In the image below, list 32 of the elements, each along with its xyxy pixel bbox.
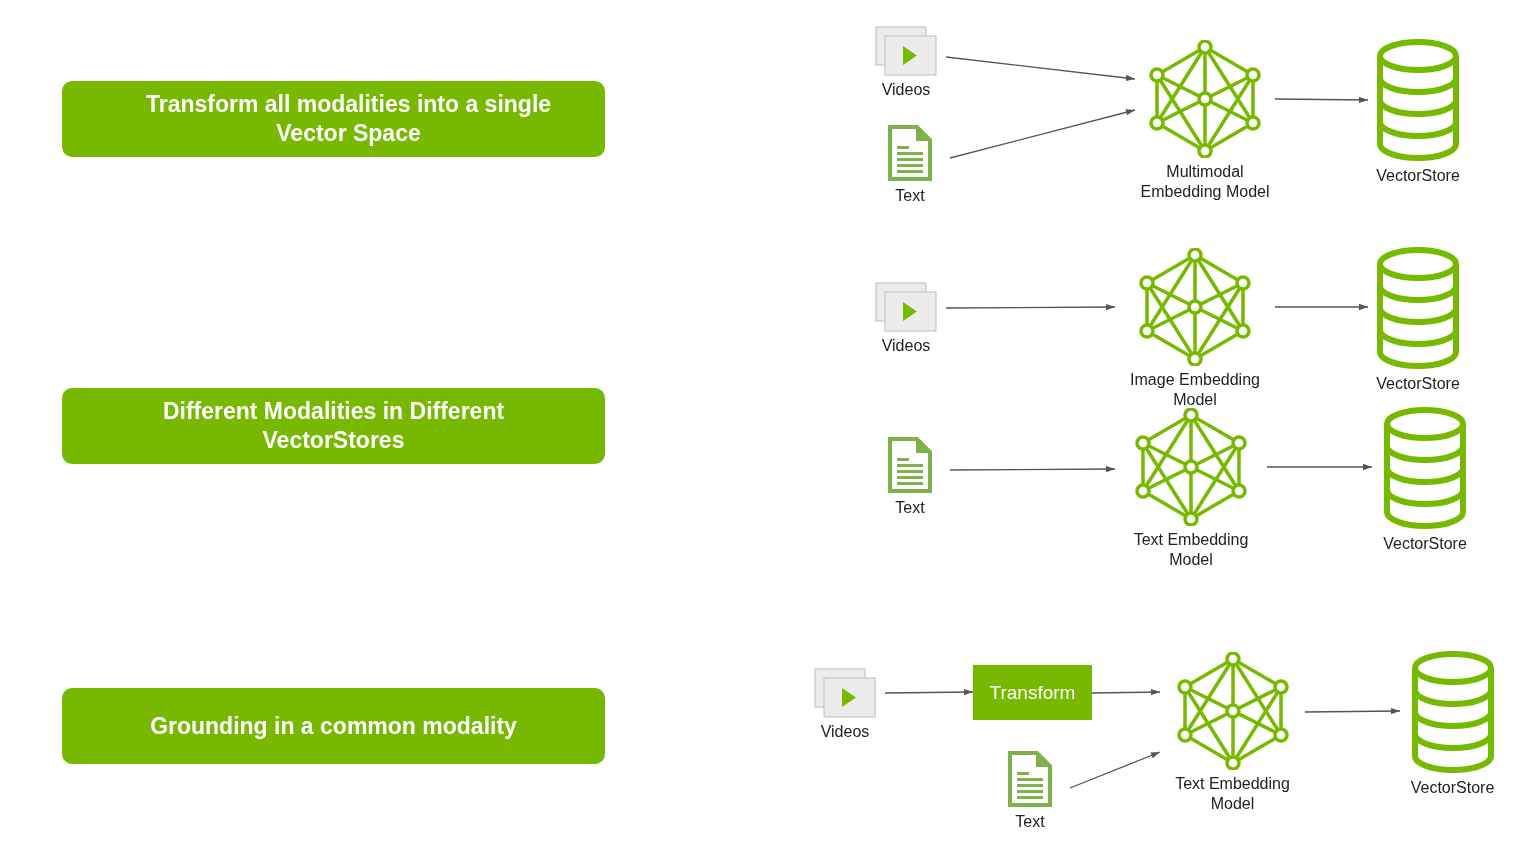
arrow [884,688,974,696]
arrow [1274,303,1369,311]
node-label: Videos [881,80,931,100]
arrow [1274,96,1369,104]
node-label: Videos [881,336,931,356]
node-label: VectorStore [1376,166,1460,186]
arrow [1304,707,1401,715]
node-label: VectorStore [1410,778,1495,798]
node-label: Text [895,186,925,206]
heading-banner [62,388,605,464]
heading-banner [62,688,605,764]
process-box: Transform [973,665,1092,720]
arrow [949,109,1136,159]
banner-title: Grounding in a common modality [149,711,518,741]
arrow [945,303,1116,311]
arrow [1091,688,1161,696]
node-label: Text [1015,812,1045,832]
arrow [1069,751,1161,789]
arrow [949,465,1116,473]
node-label: VectorStore [1383,534,1467,554]
node-label: VectorStore [1376,374,1460,394]
node-label: Multimodal Embedding Model [1139,162,1271,202]
node-label: Text Embedding Model [1174,774,1291,814]
arrow [1266,463,1373,471]
node-label: Text Embedding Model [1132,530,1250,570]
node-label: Image Embedding Model [1129,370,1261,410]
node-label: Videos [820,722,870,742]
arrow [945,56,1136,82]
node-label: Text [895,498,925,518]
banner-title: Transform all modalities into a single Vector Space [144,90,553,148]
heading-banner [62,81,605,157]
banner-title: Different Modalities in Different VectorStores [161,397,506,455]
